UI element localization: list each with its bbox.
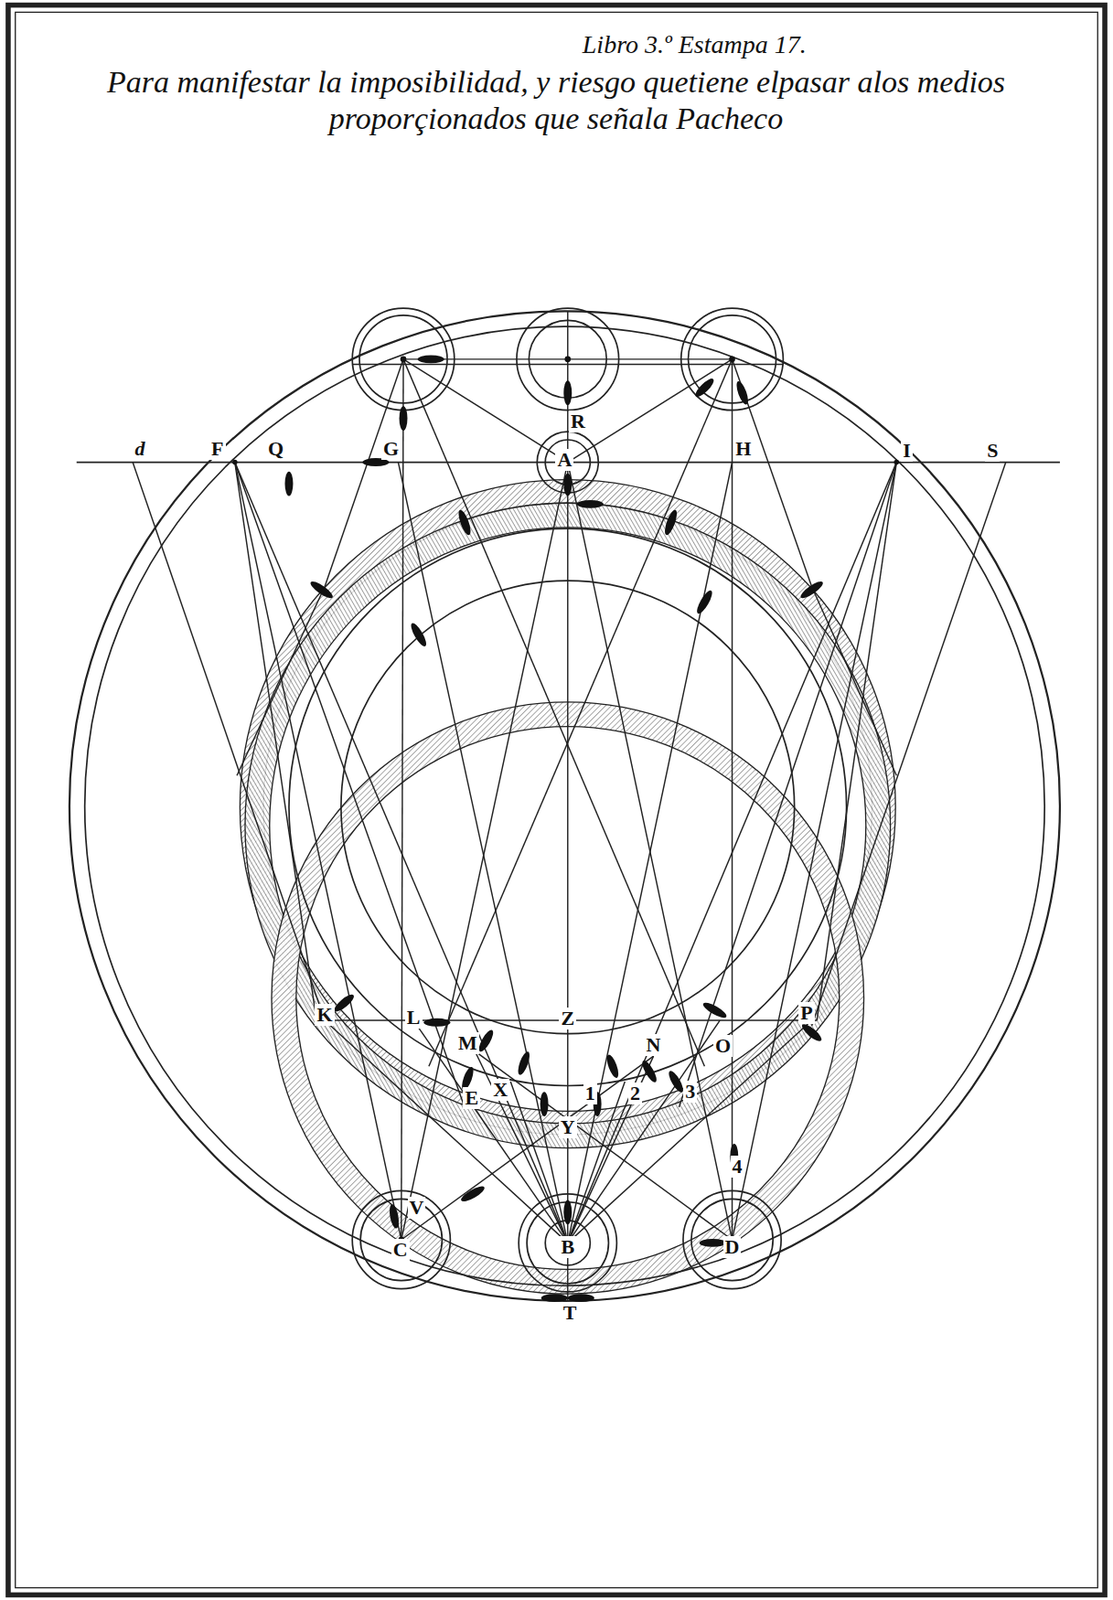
point-letter: C	[391, 1239, 410, 1262]
point-letter: 3	[683, 1080, 697, 1103]
page-frame	[8, 5, 1105, 1596]
point-letter: D	[723, 1236, 742, 1259]
point-letter: K	[314, 1004, 334, 1027]
point-letter: Q	[266, 438, 286, 461]
point-letter: P	[798, 1002, 814, 1025]
plate-number: Libro 3.º Estampa 17.	[580, 31, 809, 59]
point-letter: H	[733, 438, 753, 461]
point-letter: F	[209, 438, 225, 461]
point-letter: B	[558, 1236, 577, 1259]
plate-heading: Para manifestar la imposibilidad, y ries…	[43, 64, 1069, 138]
point-letter: X	[491, 1079, 510, 1102]
point-letter: I	[900, 439, 913, 462]
point-letter: A	[555, 449, 574, 471]
point-letter: Z	[558, 1007, 577, 1030]
point-letter: E	[462, 1087, 481, 1110]
point-letter: 1	[583, 1082, 598, 1105]
point-letter: 4	[730, 1155, 745, 1178]
construction-lines	[76, 310, 1060, 1302]
point-letter: L	[405, 1006, 423, 1029]
point-letter: M	[456, 1032, 480, 1055]
point-letter: V	[407, 1197, 427, 1220]
point-letter: O	[713, 1035, 733, 1058]
point-letter: Y	[558, 1116, 578, 1139]
point-letter: d	[132, 438, 147, 461]
point-letter: G	[381, 438, 401, 461]
point-letter: N	[644, 1034, 664, 1057]
point-dots	[232, 356, 899, 1247]
point-letter: T	[561, 1302, 579, 1325]
foot-marks	[285, 354, 826, 1303]
construction-circles	[69, 308, 1060, 1302]
point-letter: S	[984, 439, 1000, 462]
point-letter: 2	[628, 1082, 643, 1105]
point-letter: R	[568, 410, 588, 433]
